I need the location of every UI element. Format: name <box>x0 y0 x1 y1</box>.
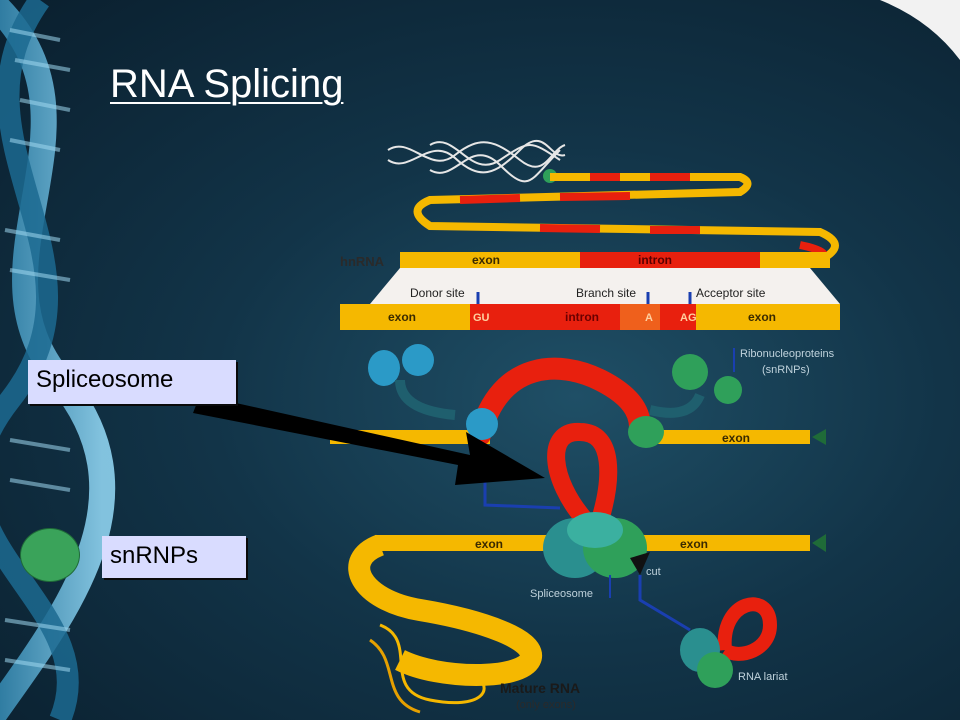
snrnps-paren-label: (snRNPs) <box>762 364 810 376</box>
exon-row4-right-label: exon <box>680 537 708 551</box>
snrnp-green-icon <box>672 354 742 404</box>
detailed-rna-bar <box>340 304 840 330</box>
snrnp-legend-dot <box>20 528 80 582</box>
hnrna-label: hnRNA <box>340 254 385 269</box>
exon-left-label: exon <box>388 310 416 324</box>
hnrna-bar <box>400 252 830 268</box>
donor-site-label: Donor site <box>410 286 465 300</box>
transcript-strand <box>399 173 839 266</box>
zoom-panel <box>370 268 840 304</box>
spliceosome-label-box: Spliceosome <box>28 360 236 404</box>
spliceosome-small-label: Spliceosome <box>530 588 593 600</box>
ag-label: AG <box>680 312 697 324</box>
intron-lariat-loop <box>547 423 618 526</box>
snrnps-label-box: snRNPs <box>102 536 246 578</box>
a-label: A <box>645 312 653 324</box>
mature-rna-label: Mature RNA <box>500 680 580 696</box>
acceptor-site-label: Acceptor site <box>696 286 766 300</box>
intron-label-top: intron <box>638 253 672 267</box>
gu-label: GU <box>473 312 490 324</box>
cut-label: cut <box>646 566 661 578</box>
only-exons-label: (only exons) <box>516 699 576 711</box>
dna-strand-icon <box>387 140 566 183</box>
rna-lariat-label: RNA lariat <box>738 671 788 683</box>
ribonucleoproteins-label: Ribonucleoproteins <box>740 348 835 360</box>
exon-row3-label: exon <box>722 431 750 445</box>
rna-lariat-loop <box>717 597 778 661</box>
snrnp-blue-icon <box>368 344 434 386</box>
intron-mid-label: intron <box>565 310 599 324</box>
exon-label-top: exon <box>472 253 500 267</box>
spliceosome-complex-icon <box>543 512 647 578</box>
intron-arch <box>469 357 651 446</box>
slide-title: RNA Splicing <box>110 62 344 106</box>
lariat-spliceosome-icon <box>680 628 733 688</box>
callout-arrow <box>193 395 545 485</box>
exon-row4-left-label: exon <box>475 537 503 551</box>
exon-right-label: exon <box>748 310 776 324</box>
branch-site-label: Branch site <box>576 286 636 300</box>
